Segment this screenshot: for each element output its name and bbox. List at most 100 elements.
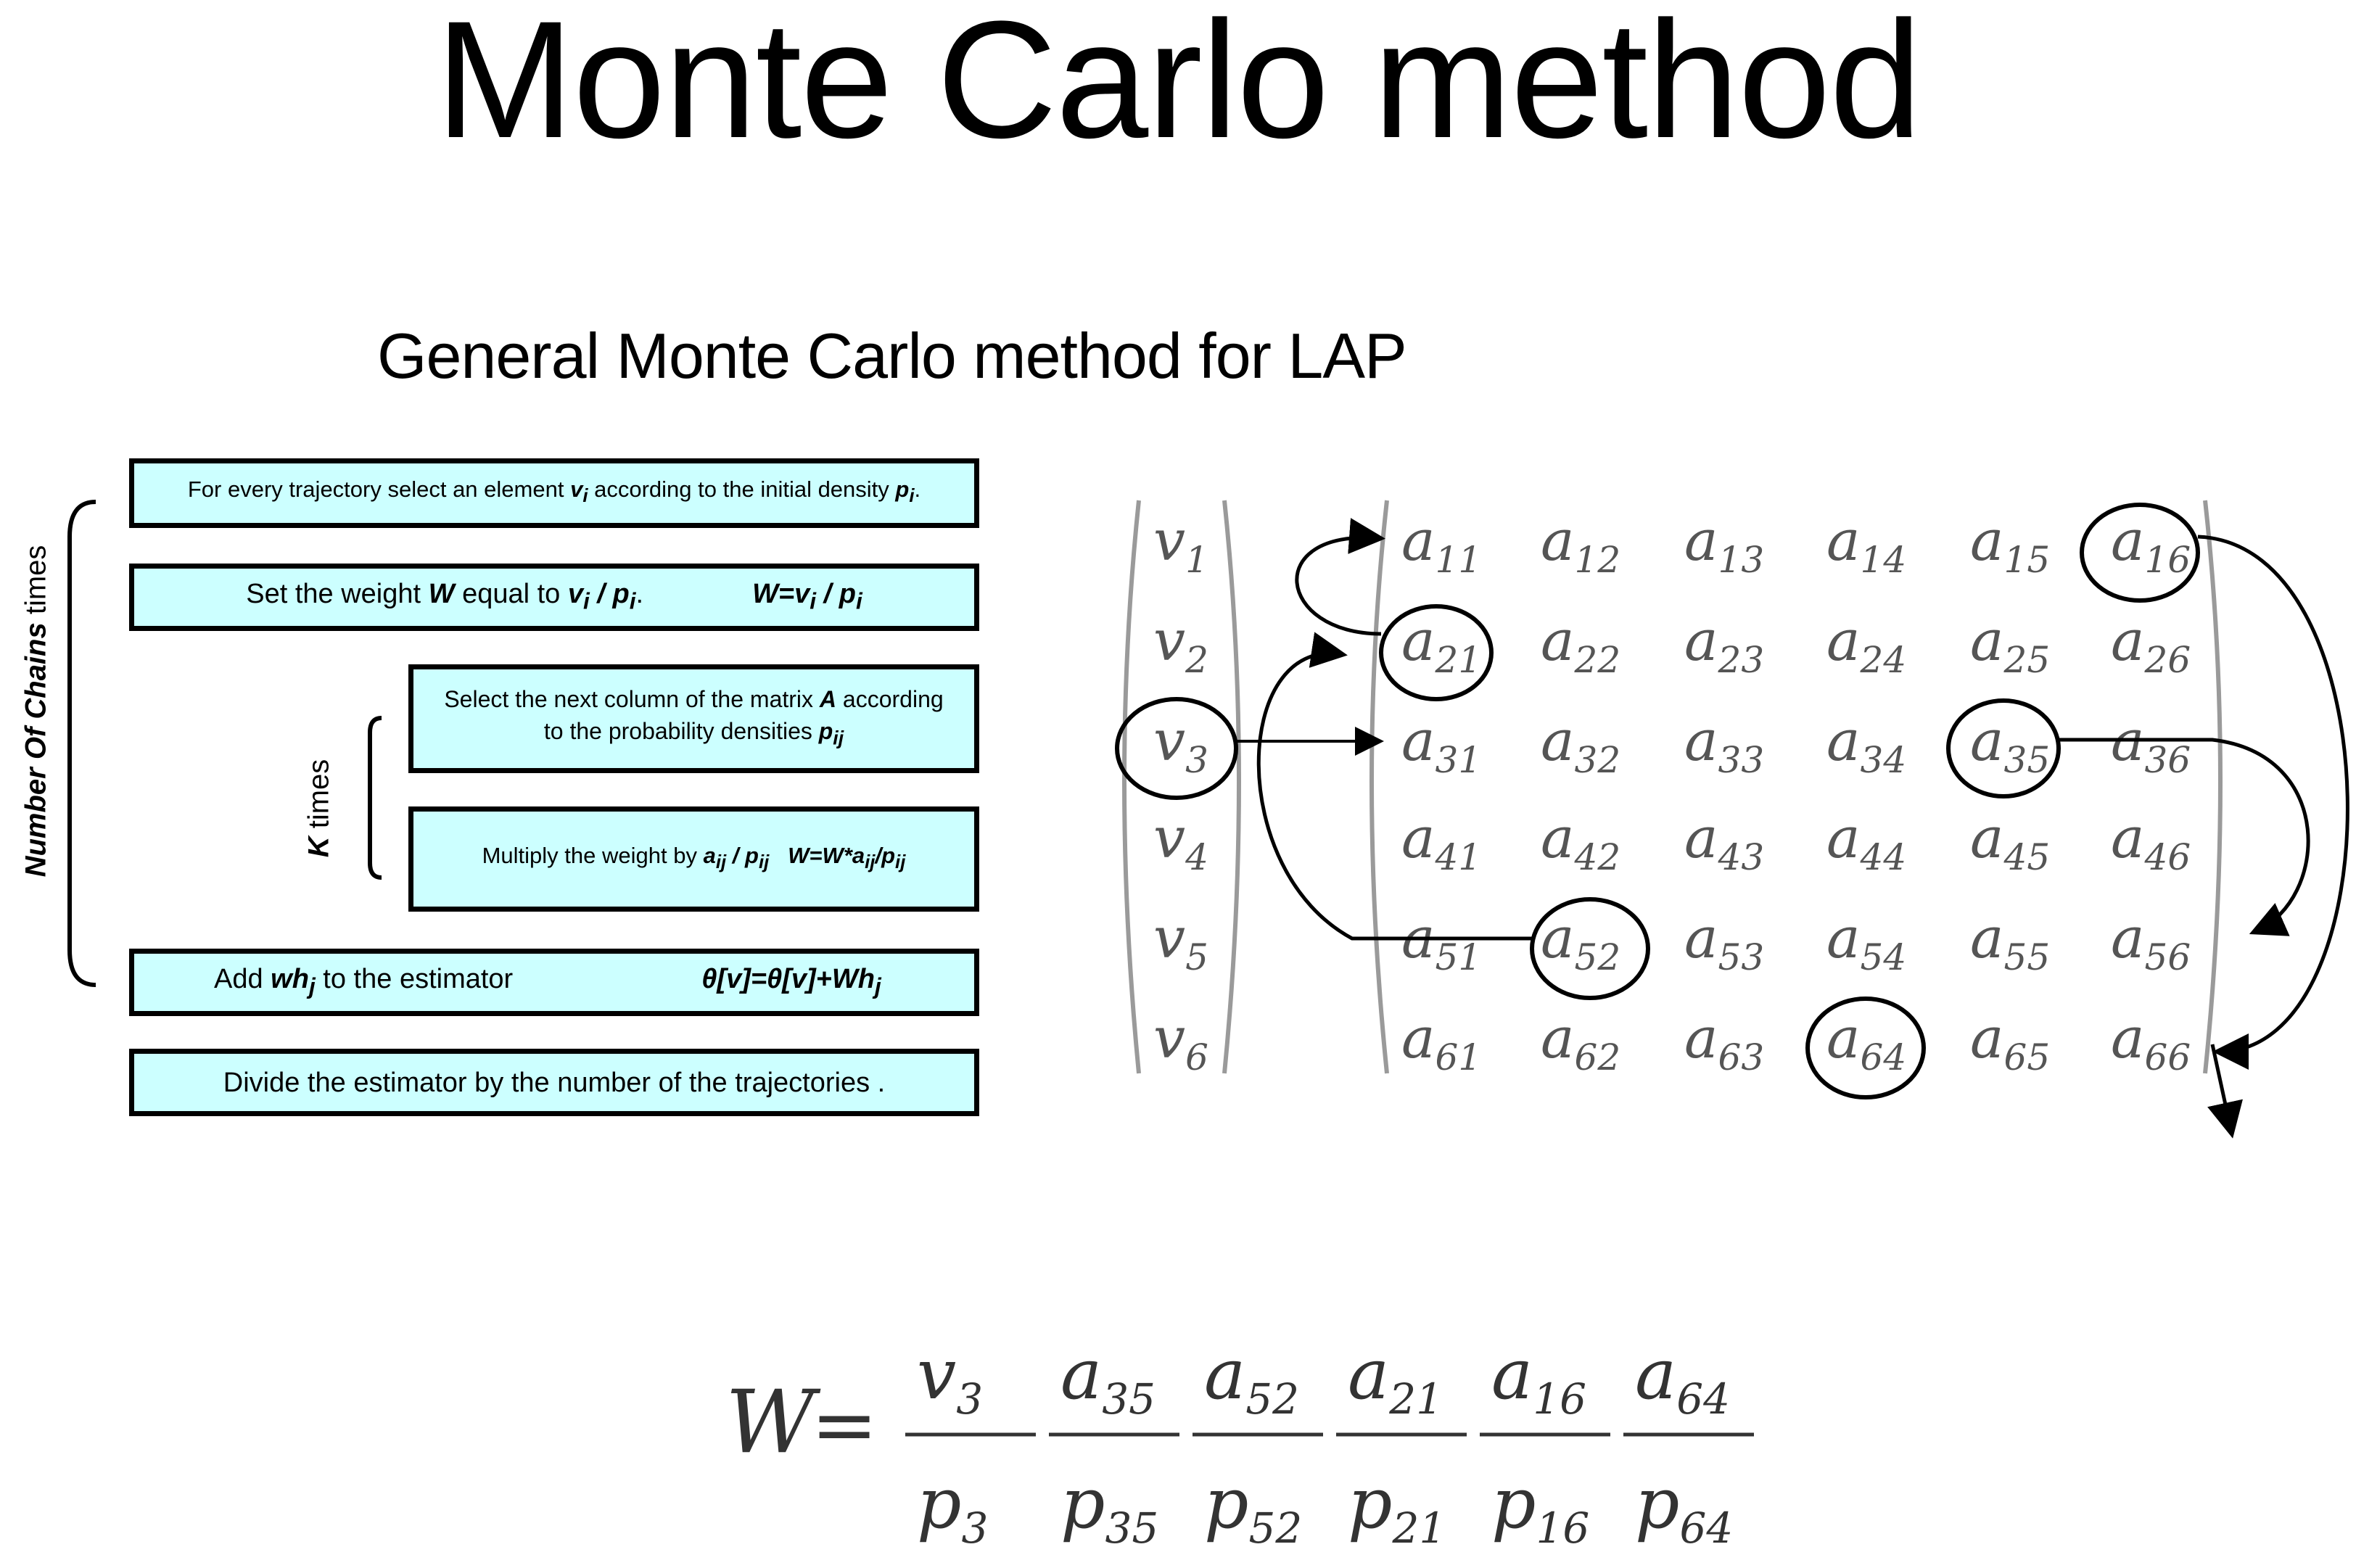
fraction-2-numerator: a35 xyxy=(1060,1334,1156,1424)
vector-element-v1: v1 xyxy=(1153,508,1208,581)
matrix-element-a33: a33 xyxy=(1684,709,1764,781)
step3-line2-pre: to the probability densities xyxy=(543,718,819,745)
step2-text-end: . xyxy=(635,578,644,609)
diagram-subtitle: General Monte Carlo method for LAP xyxy=(377,320,1407,392)
matrix-element-a41: a41 xyxy=(1401,806,1481,878)
fraction-3-denominator: p52 xyxy=(1204,1463,1302,1553)
step2-slash: / xyxy=(589,578,613,609)
arrow-a16-to-row6 xyxy=(2197,535,2349,1070)
step4-formula-sub: ij xyxy=(865,852,876,873)
step4-a: a xyxy=(703,842,716,868)
step5-wh: wh xyxy=(271,963,309,994)
matrix-element-a55: a55 xyxy=(1970,906,2050,978)
step5-formula-sub: j xyxy=(874,973,881,999)
fraction-3-numerator: a52 xyxy=(1204,1334,1299,1424)
step-select-next-column: Select the next column of the matrix A a… xyxy=(408,664,979,773)
circle-v3 xyxy=(1115,697,1238,800)
step2-formula-sub: i xyxy=(810,587,817,614)
matrix-element-a66: a66 xyxy=(2111,1006,2191,1078)
step1-text-mid: according to the initial density xyxy=(588,476,896,503)
outer-loop-brace xyxy=(67,500,96,987)
step-divide-estimator: Divide the estimator by the number of th… xyxy=(129,1049,979,1116)
formula-equals: = xyxy=(811,1378,878,1471)
step2-formula-sub2: i xyxy=(855,587,862,614)
circle-a52 xyxy=(1530,897,1650,1000)
step4-p: p xyxy=(745,842,759,868)
vector-element-v3: v3 xyxy=(1153,709,1208,781)
circle-a21 xyxy=(1379,604,1494,701)
matrix-element-a12: a12 xyxy=(1541,508,1620,581)
matrix-element-a52: a52 xyxy=(1541,906,1620,978)
matrix-element-a54: a54 xyxy=(1826,906,1906,978)
vector-element-v4: v4 xyxy=(1153,806,1208,878)
vector-element-v5: v5 xyxy=(1153,906,1208,978)
inner-loop-brace xyxy=(368,716,382,880)
step5-wh-sub: j xyxy=(308,973,316,999)
step2-v-sub: i xyxy=(583,587,590,614)
vector-element-v2: v2 xyxy=(1153,608,1208,681)
matrix-element-a15: a15 xyxy=(1970,508,2050,581)
step2-text-pre: Set the weight xyxy=(246,578,429,609)
fraction-2-denominator: p35 xyxy=(1060,1463,1158,1553)
matrix-element-a35: a35 xyxy=(1970,709,2050,781)
step2-v: v xyxy=(567,578,583,609)
matrix-element-a23: a23 xyxy=(1684,608,1764,681)
vector-element-v6: v6 xyxy=(1153,1006,1208,1078)
matrix-element-a13: a13 xyxy=(1684,508,1764,581)
step1-text-end: . xyxy=(914,476,921,503)
step2-W: W xyxy=(428,578,455,609)
step1-text-pre: For every trajectory select an element xyxy=(187,476,571,503)
matrix-element-a11: a11 xyxy=(1401,508,1481,581)
step5-text-mid: to the estimator xyxy=(315,963,514,994)
matrix-element-a51: a51 xyxy=(1401,906,1481,978)
step4-formula: W=W*a xyxy=(788,842,865,868)
matrix-element-a21: a21 xyxy=(1401,608,1481,681)
fraction-5-numerator: a16 xyxy=(1491,1334,1586,1424)
fraction-6-denominator: p64 xyxy=(1635,1463,1733,1553)
matrix-element-a14: a14 xyxy=(1826,508,1906,581)
matrix-element-a22: a22 xyxy=(1541,608,1620,681)
step1-p: p xyxy=(895,476,910,503)
step2-formula-slash: / p xyxy=(816,578,856,609)
step3-p: p xyxy=(818,718,833,745)
matrix-element-a36: a36 xyxy=(2111,709,2191,781)
matrix-element-a65: a65 xyxy=(1970,1006,2050,1078)
step1-v: v xyxy=(570,476,583,503)
step3-A: A xyxy=(819,686,837,713)
matrix-element-a56: a56 xyxy=(2111,906,2191,978)
matrix-element-a24: a24 xyxy=(1826,608,1906,681)
step4-formula-sub2: ij xyxy=(895,852,906,873)
matrix-element-a64: a64 xyxy=(1826,1006,1906,1078)
circle-a16 xyxy=(2080,503,2200,603)
matrix-element-a62: a62 xyxy=(1541,1006,1620,1078)
matrix-element-a43: a43 xyxy=(1684,806,1764,878)
matrix-element-a63: a63 xyxy=(1684,1006,1764,1078)
matrix-element-a26: a26 xyxy=(2111,608,2191,681)
circle-a64 xyxy=(1805,996,1926,1099)
matrix-element-a42: a42 xyxy=(1541,806,1620,878)
matrix-element-a46: a46 xyxy=(2111,806,2191,878)
vector-left-paren xyxy=(1122,500,1141,1074)
step1-p-sub: i xyxy=(909,486,915,507)
step2-p-sub: i xyxy=(629,587,636,614)
step3-line1-pre: Select the next column of the matrix xyxy=(444,686,820,713)
circle-a35 xyxy=(1946,698,2061,799)
arrow-tail-down xyxy=(2207,1044,2243,1139)
fraction-1-denominator: p3 xyxy=(917,1463,988,1553)
matrix-element-a45: a45 xyxy=(1970,806,2050,878)
matrix-left-paren xyxy=(1369,500,1389,1074)
matrix-element-a44: a44 xyxy=(1826,806,1906,878)
vector-v: v1 v2 v3 v4 v5 v6 xyxy=(1153,508,1208,1078)
step-set-weight: Set the weight W equal to vi / pi.W=vi /… xyxy=(129,564,979,631)
step5-formula: θ[v]=θ[v]+Wh xyxy=(701,963,875,994)
matrix-element-a31: a31 xyxy=(1401,709,1481,781)
page-title: Monte Carlo method xyxy=(435,0,1922,173)
step4-p-sub: ij xyxy=(758,852,770,873)
step2-p: p xyxy=(612,578,630,609)
arrow-a35-to-row5 xyxy=(2059,738,2310,936)
step3-line1-end: according xyxy=(836,686,944,713)
matrix-element-a53: a53 xyxy=(1684,906,1764,978)
